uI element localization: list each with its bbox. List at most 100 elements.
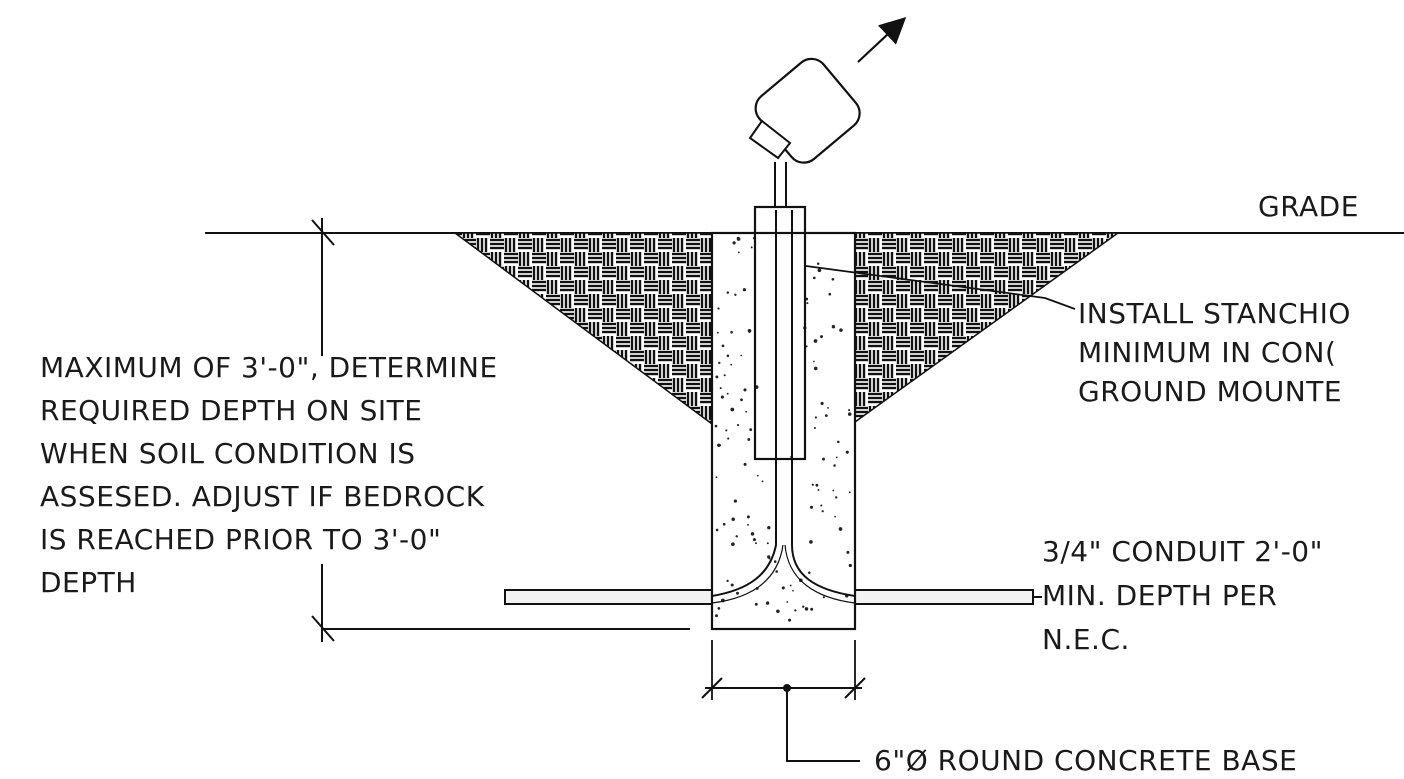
concrete-speckle — [811, 483, 814, 486]
concrete-speckle — [750, 246, 753, 249]
concrete-speckle — [848, 563, 852, 568]
concrete-speckle — [715, 375, 719, 379]
depth-dim-gap — [316, 356, 328, 564]
concrete-speckle — [835, 456, 838, 459]
concrete-speckle — [747, 523, 749, 526]
concrete-speckle — [717, 307, 720, 310]
concrete-speckle — [717, 607, 721, 610]
fixture-knuckle — [748, 119, 792, 160]
concrete-speckle — [817, 268, 822, 273]
base-tick-right — [844, 677, 866, 699]
concrete-speckle — [742, 288, 747, 292]
concrete-speckle — [754, 602, 758, 606]
concrete-speckle — [730, 583, 734, 587]
concrete-speckle — [813, 276, 816, 280]
concrete-speckle — [786, 601, 789, 603]
concrete-speckle — [756, 474, 759, 477]
concrete-speckle — [808, 571, 811, 575]
depth-note-line: IS REACHED PRIOR TO 3'-0" — [40, 523, 442, 556]
depth-tick-top — [311, 219, 335, 246]
concrete-speckle — [726, 579, 729, 583]
light-fixture — [754, 57, 861, 164]
grade-label: GRADE — [1258, 190, 1359, 223]
aiming-arrow — [857, 16, 907, 63]
concrete-base — [710, 231, 857, 631]
concrete-speckle — [735, 535, 738, 538]
concrete-speckle — [834, 515, 836, 518]
depth-note-line: REQUIRED DEPTH ON SITE — [40, 394, 423, 427]
concrete-speckle — [824, 414, 828, 417]
conduit-sweep-inner — [711, 544, 856, 604]
concrete-speckle — [732, 241, 736, 245]
concrete-speckle — [730, 407, 735, 412]
concrete-speckle — [848, 491, 851, 494]
concrete-speckle — [817, 489, 820, 491]
concrete-speckle — [848, 408, 851, 412]
concrete-speckle — [736, 237, 741, 241]
concrete-speckle — [765, 601, 770, 605]
conduit-note-line: N.E.C. — [1042, 623, 1130, 656]
depth-note: MAXIMUM OF 3'-0", DETERMINE REQUIRED DEP… — [40, 346, 498, 604]
concrete-speckle — [746, 515, 750, 519]
concrete-speckle — [792, 589, 794, 592]
concrete-speckle — [731, 517, 735, 521]
concrete-speckle — [788, 618, 792, 622]
concrete-speckle — [750, 532, 755, 536]
concrete-speckle — [837, 440, 840, 444]
concrete-speckle — [721, 344, 725, 348]
depth-note-line: WHEN SOIL CONDITION IS — [40, 437, 416, 470]
stanchion-note-line: MINIMUM IN CON( — [1078, 336, 1337, 369]
concrete-speckle — [847, 412, 852, 416]
concrete-speckle — [833, 464, 836, 467]
stanchion-sleeve — [753, 205, 807, 461]
depth-note-line: MAXIMUM OF 3'-0", DETERMINE — [40, 351, 498, 384]
base-leader — [786, 688, 860, 762]
concrete-speckle — [789, 584, 792, 587]
concrete-speckle — [767, 526, 771, 530]
depth-note-line: ASSESED. ADJUST IF BEDROCK — [40, 480, 485, 513]
concrete-speckle — [809, 505, 814, 509]
concrete-speckle — [806, 302, 809, 305]
concrete-speckle — [719, 387, 722, 390]
concrete-speckle — [776, 609, 780, 614]
concrete-speckle — [726, 291, 730, 294]
concrete-speckle — [804, 607, 809, 611]
depth-note-line: DEPTH — [40, 566, 137, 599]
concrete-speckle — [820, 401, 824, 406]
concrete-speckle — [755, 542, 757, 545]
concrete-speckle — [839, 328, 843, 332]
concrete-speckle — [743, 388, 747, 392]
concrete-speckle — [723, 374, 726, 377]
concrete-speckle — [813, 339, 818, 343]
concrete-speckle — [831, 277, 835, 281]
concrete-speckle — [730, 363, 733, 366]
concrete-speckle — [714, 424, 718, 428]
concrete-speckle — [736, 424, 740, 427]
concrete-speckle — [831, 324, 836, 329]
base-note: 6"Ø ROUND CONCRETE BASE — [874, 744, 1298, 777]
concrete-speckle — [737, 251, 740, 254]
concrete-speckle — [805, 345, 808, 348]
concrete-speckle — [815, 483, 819, 487]
concrete-speckle — [814, 416, 817, 419]
concrete-speckle — [816, 262, 820, 265]
concrete-speckle — [731, 542, 735, 546]
conduit-right — [854, 589, 1034, 605]
concrete-speckle — [766, 542, 769, 545]
concrete-speckle — [726, 354, 730, 358]
conduit-left — [504, 589, 716, 605]
concrete-speckle — [747, 438, 751, 441]
concrete-speckle — [720, 395, 724, 399]
concrete-speckle — [715, 528, 719, 532]
concrete-speckle — [715, 614, 718, 618]
concrete-speckle — [743, 462, 747, 466]
concrete-speckle — [781, 586, 785, 590]
concrete-speckle — [820, 335, 823, 339]
concrete-speckle — [725, 429, 728, 432]
concrete-speckle — [734, 293, 737, 296]
concrete-speckle — [745, 410, 748, 413]
stanchion-leader — [805, 265, 1076, 310]
concrete-speckle — [767, 555, 771, 559]
concrete-speckle — [726, 392, 729, 395]
